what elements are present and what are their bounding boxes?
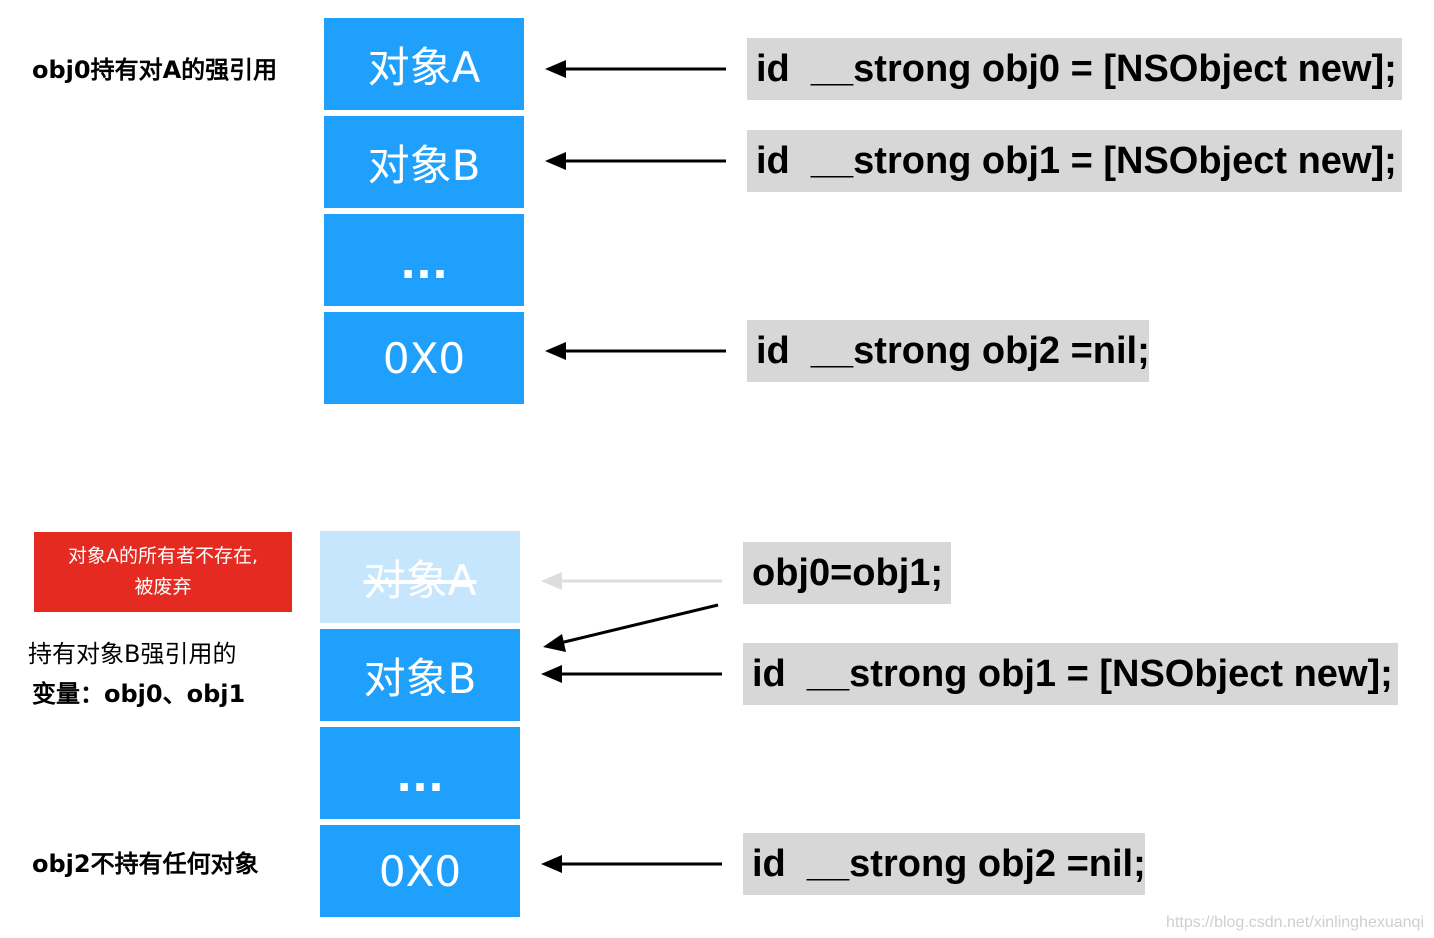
top-block-null-label: 0X0 xyxy=(382,333,466,383)
top-code-obj2: id __strong obj2 =nil; xyxy=(747,320,1150,382)
arrow-top-obj2 xyxy=(545,342,726,360)
arrow-top-obj1 xyxy=(545,152,726,170)
bottom-block-object-b: 对象B xyxy=(320,629,520,721)
bottom-code-obj1: id __strong obj1 = [NSObject new]; xyxy=(743,643,1398,705)
watermark: https://blog.csdn.net/xinlinghexuanqi xyxy=(1166,914,1424,931)
strong-ref-label-line1: 持有对象B强引用的 xyxy=(28,640,237,668)
discarded-badge-line1: 对象A的所有者不存在, xyxy=(67,545,259,567)
arrow-bottom-obj0-to-b xyxy=(543,603,719,652)
bottom-block-null: 0X0 xyxy=(320,825,520,917)
top-block-ellipsis-label: ... xyxy=(400,239,448,288)
bottom-block-object-b-label: 对象B xyxy=(363,653,477,703)
top-block-object-b-label: 对象B xyxy=(367,140,481,190)
arrow-bottom-obj2 xyxy=(541,855,722,873)
arrow-bottom-obj1 xyxy=(541,665,722,683)
discarded-badge-line2: 被废弃 xyxy=(134,576,192,598)
top-block-object-a-label: 对象A xyxy=(367,42,481,92)
top-block-null: 0X0 xyxy=(324,312,524,404)
bottom-block-null-label: 0X0 xyxy=(378,846,462,896)
obj2-label: obj2不持有任何对象 xyxy=(32,850,259,878)
arrow-top-obj0 xyxy=(545,60,726,78)
top-code-obj0: id __strong obj0 = [NSObject new]; xyxy=(747,38,1402,100)
bottom-code-assign: obj0=obj1; xyxy=(743,542,951,604)
arrow-bottom-faded-obj0 xyxy=(541,572,722,590)
top-ownership-label: obj0持有对A的强引用 xyxy=(32,56,278,84)
bottom-block-ellipsis-label: ... xyxy=(396,752,444,801)
discarded-badge: 对象A的所有者不存在, 被废弃 xyxy=(34,532,292,612)
top-code-obj1: id __strong obj1 = [NSObject new]; xyxy=(747,130,1402,192)
top-block-ellipsis: ... xyxy=(324,214,524,306)
bottom-block-object-a-label: 对象A xyxy=(363,555,477,605)
strong-ref-label-line2: 变量：obj0、obj1 xyxy=(32,680,246,708)
bottom-block-object-a-discarded: 对象A xyxy=(320,531,520,623)
bottom-code-obj2: id __strong obj2 =nil; xyxy=(743,833,1146,895)
bottom-block-ellipsis: ... xyxy=(320,727,520,819)
top-block-object-a: 对象A xyxy=(324,18,524,110)
top-block-object-b: 对象B xyxy=(324,116,524,208)
